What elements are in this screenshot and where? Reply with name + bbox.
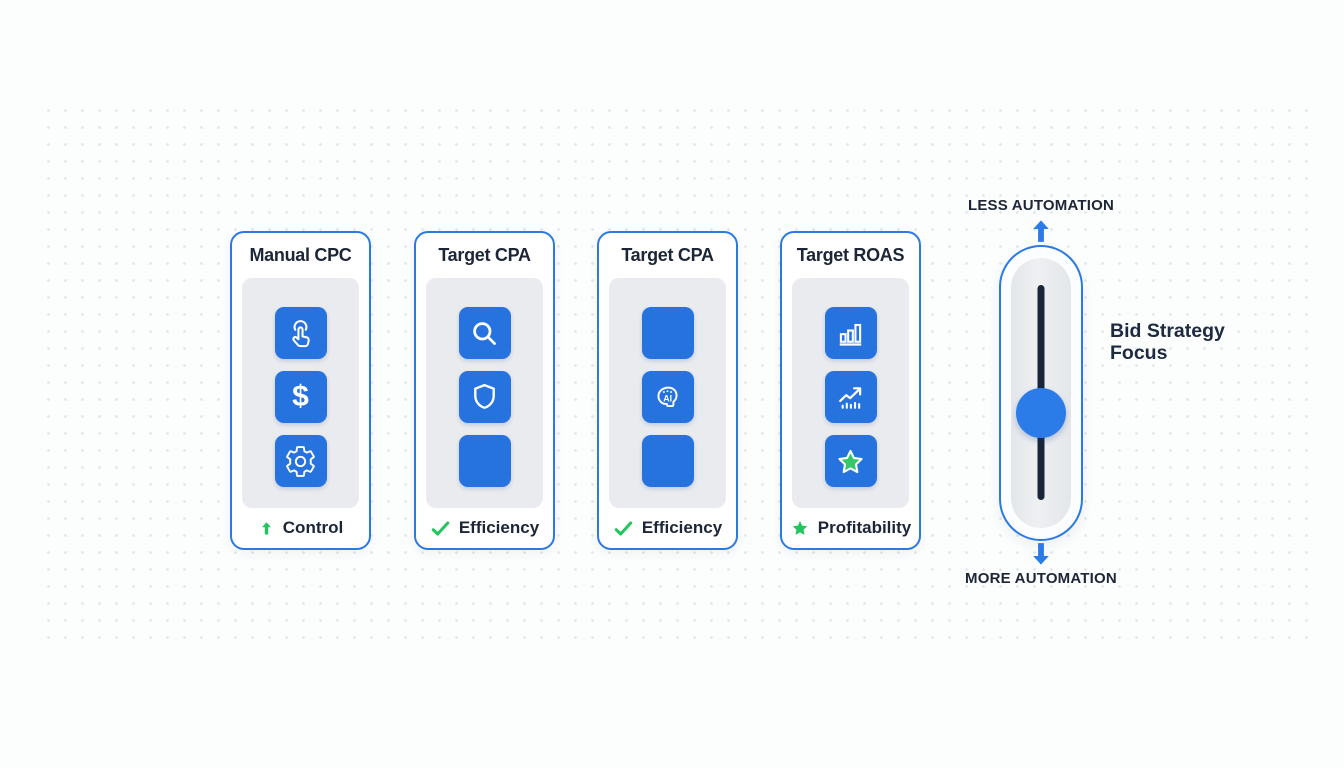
blank-tile [641,435,694,487]
icon-panel [792,278,909,508]
icon-tile [824,307,877,359]
blank-tile [458,435,511,487]
card-footer: Profitability [782,517,919,539]
icon-tile: $ [274,371,327,423]
gear-icon [286,445,315,477]
slider-track[interactable] [1011,258,1071,528]
footer-label: Efficiency [641,518,723,537]
icon-tile [274,435,327,487]
dollar-icon: $ [292,380,309,413]
search-icon [473,321,496,345]
slider-thumb[interactable] [1016,388,1066,438]
card-title: Target CPA [438,245,531,265]
footer-label: Control [282,518,344,537]
card-title: Target CPA [621,245,714,265]
card-title: Target ROAS [796,245,905,265]
blank-tile [641,307,694,359]
check-icon [614,520,633,536]
icon-tile [458,371,511,423]
card-footer: Control [232,517,369,539]
icon-tile [458,307,511,359]
shield-icon [474,383,495,409]
icon-panel: $ [242,278,359,508]
card-target-roas: Target ROAS [780,231,921,550]
ai-label: AI [663,393,672,403]
trend-up-icon [839,386,862,409]
icon-panel: AI [609,278,726,508]
card-target-cpa-1: Target CPA Efficiency [414,231,555,550]
card-manual-cpc: Manual CPC $ Control [230,231,371,550]
icon-tile [274,307,327,359]
icon-tile [824,371,877,423]
card-target-cpa-2: Target CPA AI Efficiency [597,231,738,550]
icon-panel [426,278,543,508]
more-automation-label: MORE AUTOMATION [965,570,1117,587]
ai-brain-icon: AI [657,386,678,407]
icon-tile [824,435,877,487]
icon-tile: AI [641,371,694,423]
star-icon [838,449,863,473]
arrow-up-icon [1033,220,1049,242]
bar-chart-icon [839,323,862,346]
card-title: Manual CPC [249,245,352,265]
slider-side-label: Bid Strategy Focus [1110,320,1225,364]
star-icon [792,521,807,535]
arrow-down-icon [1033,543,1049,565]
check-icon [431,520,450,536]
card-footer: Efficiency [416,517,553,539]
automation-slider[interactable] [999,245,1083,541]
card-footer: Efficiency [599,517,736,539]
arrow-up-icon [261,521,271,535]
less-automation-label: LESS AUTOMATION [967,197,1115,214]
footer-label: Efficiency [458,518,540,537]
tap-icon [292,319,310,347]
footer-label: Profitability [817,518,912,537]
